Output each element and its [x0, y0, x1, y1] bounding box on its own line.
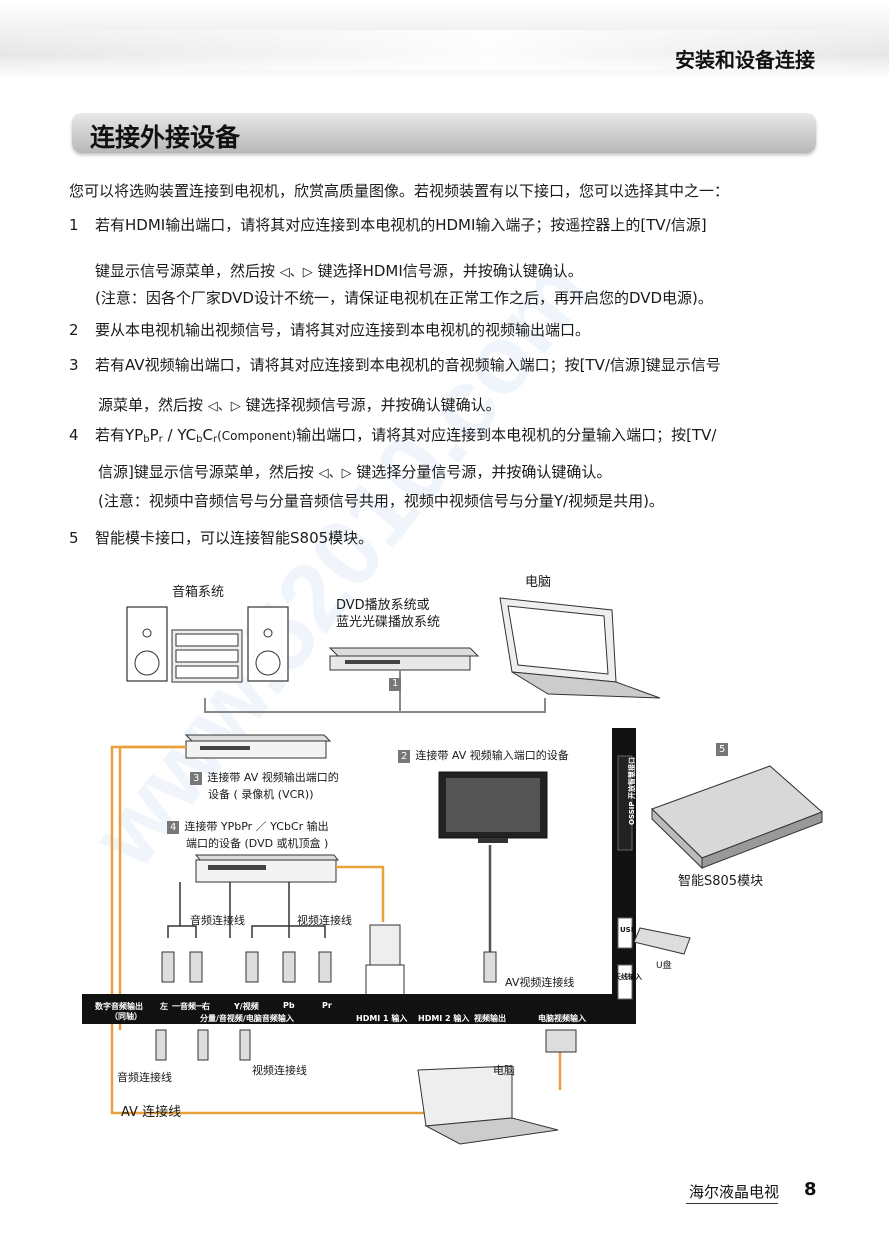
item-3-text-2b: 键选择视频信号源，并按确认键确认。 [246, 396, 501, 414]
speaker-system-icon [127, 607, 288, 682]
item-3-text: 若有AV视频输出端口，请将其对应连接到本电视机的音视频输入端口；按[TV/信源]… [95, 356, 721, 374]
hdmi-plug-icon [366, 925, 404, 995]
rca-plug-icon [162, 952, 496, 982]
port-antenna: 天线输入 [614, 972, 642, 982]
port-video-out: 视频输出 [474, 1013, 506, 1024]
port-card-slot: OSSIP 开放智慧接口 [627, 757, 637, 825]
item-4-text-2a: 信源]键显示信号源菜单，然后按 [98, 463, 314, 481]
port-pb: Pb [283, 1001, 295, 1010]
port-hdmi2: HDMI 2 输入 [418, 1013, 469, 1024]
nav-arrows-icon: ◁、▷ [280, 265, 313, 280]
intro-paragraph: 您可以将选购装置连接到电视机，欣赏高质量图像。若视频装置有以下接口，您可以选择其… [69, 181, 729, 201]
tag-3-text-1: 连接带 AV 视频输出端口的 [207, 771, 338, 784]
laptop-icon [500, 598, 660, 698]
av-cable-label: AV 连接线 [121, 1101, 181, 1120]
tag-1: 1 [389, 678, 398, 689]
port-pr: Pr [322, 1001, 332, 1010]
usb-drive-icon [634, 928, 690, 954]
port-y-video: Y/视频 [234, 1001, 259, 1012]
tag-5: 5 [716, 742, 733, 756]
bottom-video-cable-label: 视频连接线 [252, 1062, 307, 1078]
nav-arrows-icon: ◁、▷ [208, 399, 241, 414]
item-4-line-2: 信源]键显示信号源菜单，然后按 ◁、▷ 键选择分量信号源，并按确认键确认。 [98, 462, 611, 484]
port-right: 右 [202, 1001, 210, 1012]
item-4-c: C [203, 426, 213, 444]
tag-3: 3 [190, 772, 202, 785]
page-number: 8 [804, 1179, 817, 1200]
item-1-text-2a: 键显示信号源菜单，然后按 [95, 262, 275, 280]
item-5-text: 智能模卡接口，可以连接智能S805模块。 [95, 529, 373, 547]
module-label: 智能S805模块 [678, 870, 763, 889]
footer-divider [686, 1203, 778, 1204]
vcr-icon [186, 735, 330, 758]
bottom-pc-label: 电脑 [493, 1062, 515, 1078]
item-4-p: P [150, 426, 159, 444]
item-1-text-2b: 键选择HDMI信号源，并按确认键确认。 [318, 262, 583, 280]
set-top-box-icon [196, 855, 338, 882]
pc-label: 电脑 [525, 571, 551, 590]
item-5-number: 5 [69, 528, 95, 548]
dvd-label-2: 蓝光光碟播放系统 [336, 611, 440, 630]
item-4-number: 4 [69, 425, 95, 445]
port-component: 分量/音视频/电脑音频输入 [200, 1013, 294, 1024]
av-cable-right-label: AV视频连接线 [505, 974, 574, 990]
port-left: 左 [160, 1001, 168, 1012]
port-coax: （同轴） [110, 1011, 142, 1022]
item-4-text-b: 输出端口，请将其对应连接到本电视机的分量输入端口；按[TV/ [296, 426, 716, 444]
tag-4-text-1: 连接带 YPbPr ／ YCbCr 输出 [184, 820, 328, 833]
video-cable-label: 视频连接线 [297, 912, 352, 928]
item-2-text: 要从本电视机输出视频信号，请将其对应连接到本电视机的视频输出端口。 [95, 321, 590, 339]
audio-cable-label: 音频连接线 [190, 912, 245, 928]
item-1-number: 1 [69, 215, 95, 235]
item-1-text: 若有HDMI输出端口，请将其对应连接到本电视机的HDMI输入端子；按遥控器上的[… [95, 216, 707, 234]
item-2-number: 2 [69, 320, 95, 340]
tag-2-text: 连接带 AV 视频输入端口的设备 [415, 749, 568, 762]
usb-label: U盘 [656, 958, 672, 971]
item-3-line-2: 源菜单，然后按 ◁、▷ 键选择视频信号源，并按确认键确认。 [98, 395, 501, 417]
port-usb: USB [620, 926, 636, 934]
item-3-number: 3 [69, 355, 95, 375]
item-4-text-a: 若有YP [95, 426, 143, 444]
port-hdmi1: HDMI 1 输入 [356, 1013, 407, 1024]
laptop-bottom-icon [418, 1066, 558, 1144]
tag-3-text-2: 设备 ( 录像机 (VCR)) [208, 786, 314, 802]
item-4-component: (Component) [217, 429, 296, 443]
nav-arrows-icon: ◁、▷ [319, 466, 352, 481]
tag-2-caption: 2 连接带 AV 视频输入端口的设备 [398, 747, 569, 763]
item-4-note: (注意：视频中音频信号与分量音频信号共用，视频中视频信号与分量Y/视频是共用)。 [98, 491, 664, 511]
footer-brand: 海尔液晶电视 [689, 1181, 779, 1202]
item-1-note: (注意：因各个厂家DVD设计不统一，请保证电视机在正常工作之后，再开启您的DVD… [95, 288, 713, 308]
tag-3-caption: 3 连接带 AV 视频输出端口的 [190, 769, 339, 785]
tag-4-text-2: 端口的设备 (DVD 或机顶盒 ) [186, 835, 328, 851]
dvd-player-icon [330, 648, 478, 670]
item-3-text-2a: 源菜单，然后按 [98, 396, 203, 414]
speaker-label: 音箱系统 [172, 581, 224, 600]
tv-monitor-icon [439, 772, 547, 960]
port-pc-video: 电脑视频输入 [538, 1013, 586, 1024]
bottom-audio-cable-label: 音频连接线 [117, 1069, 172, 1085]
tag-4-caption: 4 连接带 YPbPr ／ YCbCr 输出 [167, 818, 329, 834]
item-4-slash: / YC [163, 426, 196, 444]
item-1-line-2: 键显示信号源菜单，然后按 ◁、▷ 键选择HDMI信号源，并按确认键确认。 [95, 261, 583, 283]
tag-2: 2 [398, 750, 410, 763]
tag-4: 4 [167, 821, 179, 834]
s805-module-icon [652, 766, 822, 868]
item-4-text-2b: 键选择分量信号源，并按确认键确认。 [356, 463, 611, 481]
tag-5-badge: 5 [716, 743, 728, 756]
page-title: 连接外接设备 [90, 118, 240, 154]
section-header: 安装和设备连接 [675, 44, 815, 73]
port-audio: 一音频一 [172, 1001, 204, 1012]
